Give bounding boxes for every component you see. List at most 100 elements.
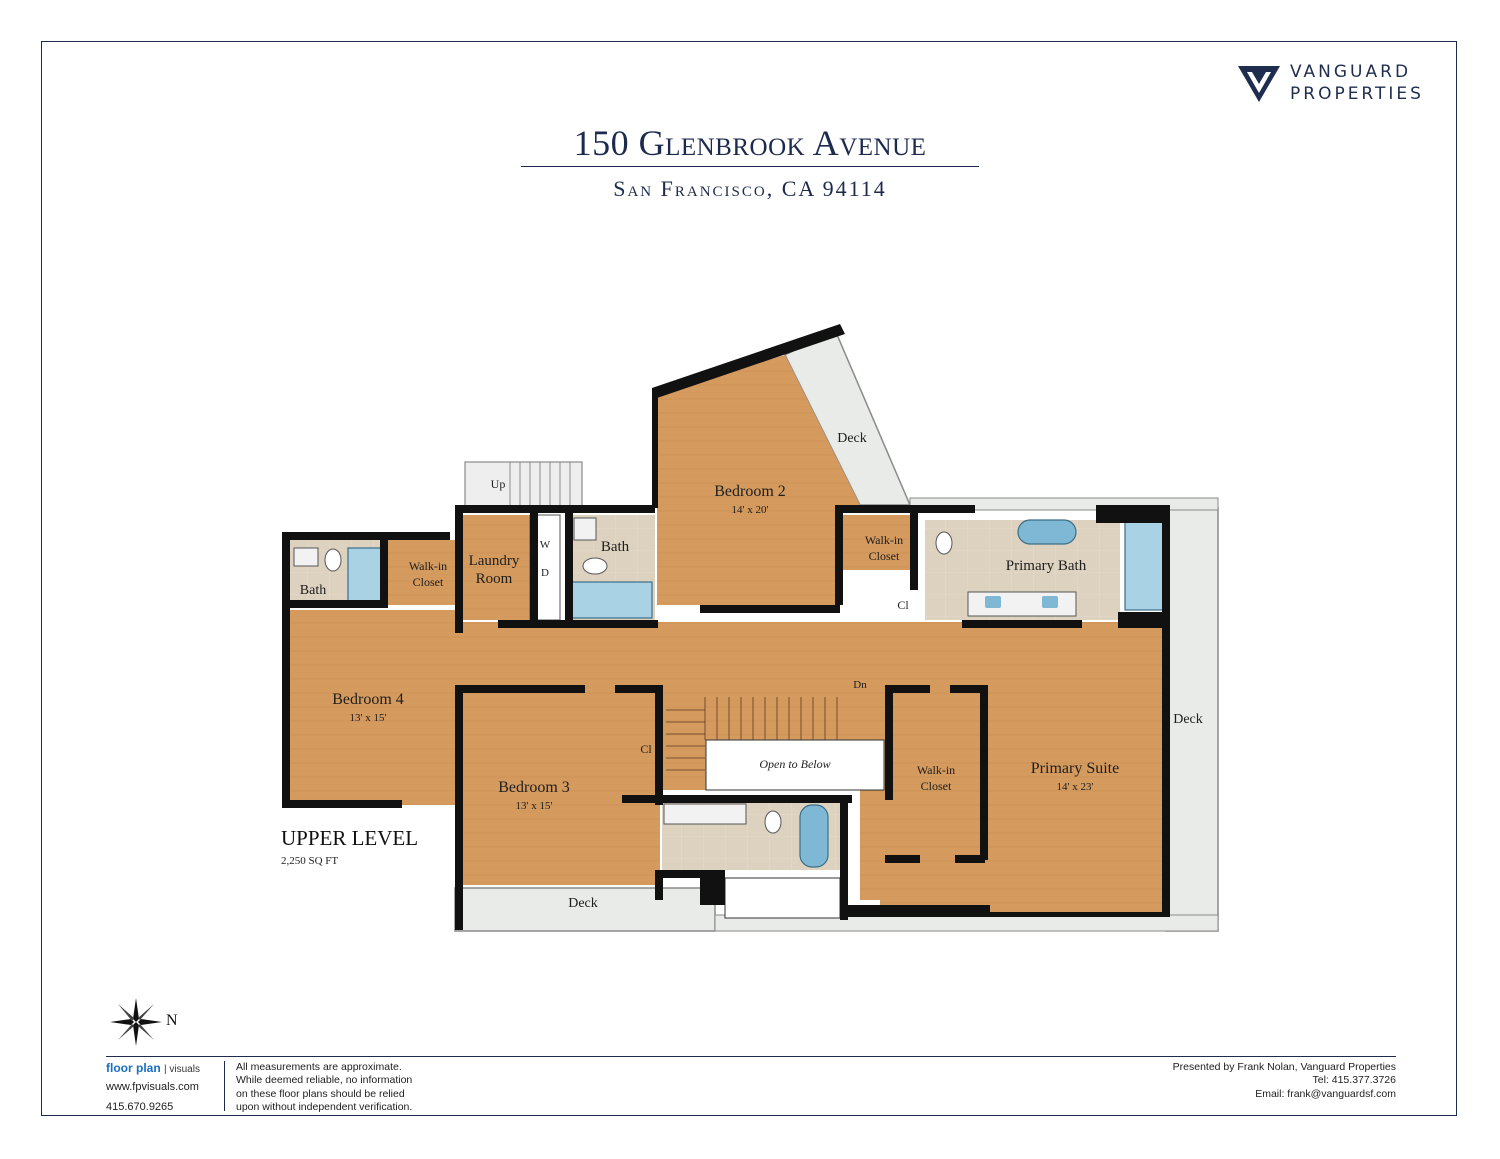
wall [655, 685, 663, 805]
footer-separator [224, 1061, 225, 1111]
label-open-to-below: Open to Below [759, 757, 830, 771]
bottom-void [724, 877, 841, 919]
page-frame [41, 41, 1457, 1116]
wall [622, 795, 852, 803]
wall [950, 685, 988, 693]
shower-icon [571, 581, 653, 619]
wall [282, 800, 402, 808]
wall [380, 540, 388, 605]
label-deck-primary: Deck [1173, 712, 1203, 727]
wall [840, 800, 848, 920]
wall [1162, 505, 1170, 915]
wall [1118, 612, 1168, 628]
walls [282, 324, 1170, 930]
label-walkin-b2: Walk-in [865, 533, 903, 547]
label-closet-b2: Closet [869, 549, 900, 563]
floor-bedroom2 [657, 355, 860, 605]
disclaimer-line: All measurements are approximate. [236, 1061, 402, 1073]
fpv-website[interactable]: www.fpvisuals.com [106, 1081, 199, 1093]
dim-bedroom3: 13' x 15' [516, 800, 553, 812]
label-bedroom2: Bedroom 2 [714, 483, 786, 500]
wall [700, 605, 840, 613]
wall [655, 870, 725, 878]
sink-icon [985, 596, 1001, 608]
floor-bedroom3 [460, 690, 660, 885]
wall [885, 685, 893, 800]
presenter-line: Presented by Frank Nolan, Vanguard Prope… [1172, 1061, 1396, 1073]
label-dryer: D [541, 567, 549, 579]
floor-walkin-b2 [840, 515, 910, 570]
stairs-up [509, 462, 571, 508]
level-title: UPPER LEVEL [281, 826, 419, 850]
wall [615, 685, 660, 693]
disclaimer-line: While deemed reliable, no information [236, 1074, 413, 1086]
vanguard-logo: VANGUARD PROPERTIES [1238, 62, 1448, 106]
footer-divider [106, 1056, 1396, 1057]
brand-line-1: VANGUARD [1290, 62, 1412, 82]
label-primary-bath: Primary Bath [1006, 558, 1087, 574]
toilet-icon [324, 548, 342, 572]
level-area: 2,250 SQ FT [281, 855, 339, 867]
label-laundry-2: Room [476, 571, 513, 587]
dim-bedroom2: 14' x 20' [732, 504, 769, 516]
sink-icon [293, 547, 319, 567]
wall-bedroom2-roof [652, 324, 845, 398]
vanity-icon [663, 803, 747, 825]
wall [455, 685, 463, 930]
label-washer: W [540, 539, 551, 551]
wall [282, 532, 450, 540]
open-to-below-area [705, 739, 885, 791]
compass-north-label: N [166, 1012, 178, 1029]
shower-icon [347, 547, 383, 605]
wall [282, 532, 290, 808]
fpv-logo: floor plan | visuals [106, 1061, 200, 1075]
label-dn: Dn [853, 679, 867, 691]
dim-primary-suite: 14' x 23' [1057, 781, 1094, 793]
fpv-logo-main: floor plan [106, 1061, 161, 1075]
fpv-logo-sub: | visuals [164, 1064, 200, 1075]
compass-rose-icon [110, 998, 162, 1046]
wall [980, 685, 988, 860]
dim-bedroom4: 13' x 15' [350, 712, 387, 724]
toilet-icon [582, 557, 608, 575]
label-closet-hall: Cl [897, 598, 909, 612]
label-bath-hall: Bath [601, 539, 630, 555]
property-subtitle: San Francisco, CA 94114 [613, 176, 887, 201]
vanity-icon [967, 591, 1077, 617]
label-walkin-primary: Walk-in [917, 763, 955, 777]
floor-primary-walkin [860, 690, 985, 900]
wall [655, 870, 663, 900]
wall [565, 505, 573, 625]
label-laundry-1: Laundry [469, 553, 520, 569]
floor-laundry [460, 515, 530, 620]
label-bath-b4: Bath [300, 583, 326, 598]
vanguard-logo-mark-icon [1238, 66, 1280, 102]
toilet-icon [935, 531, 953, 555]
label-bedroom3: Bedroom 3 [498, 779, 570, 796]
label-closet-b4: Closet [413, 575, 444, 589]
wall [840, 905, 990, 917]
title-underline [521, 166, 979, 167]
wall [990, 912, 1170, 917]
label-bedroom4: Bedroom 4 [332, 691, 404, 708]
tub-icon [799, 804, 829, 868]
disclaimer-line: upon without independent verification. [236, 1101, 413, 1113]
tub-icon [1017, 519, 1077, 545]
wall [835, 505, 975, 513]
stairs-down [666, 697, 838, 771]
wall [288, 600, 388, 608]
property-title: 150 Glenbrook Avenue [573, 123, 927, 163]
sink-icon [1042, 596, 1058, 608]
wall [455, 685, 585, 693]
stair-landing [464, 461, 583, 509]
label-closet-b3: Cl [640, 742, 652, 756]
label-walkin-b4: Walk-in [409, 559, 447, 573]
label-deck-bedroom3: Deck [568, 896, 598, 911]
fixtures [293, 514, 1164, 868]
presenter-email[interactable]: Email: frank@vanguardsf.com [1255, 1088, 1396, 1100]
deck-bedroom3 [454, 887, 716, 932]
wall [962, 620, 1082, 628]
wall [700, 875, 725, 905]
label-up: Up [491, 477, 506, 491]
